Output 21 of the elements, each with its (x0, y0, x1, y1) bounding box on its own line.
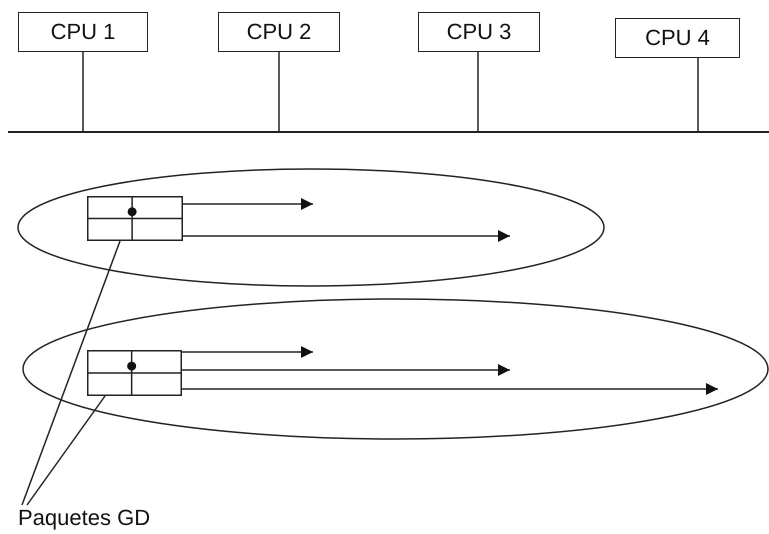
callout-label: Paquetes GD (18, 505, 150, 532)
packet-grid-icon (87, 350, 182, 396)
arrow (183, 230, 510, 242)
bus-line (8, 131, 769, 133)
connector-line (82, 52, 84, 131)
cpu-label-box: CPU 4 (615, 18, 740, 58)
ellipse-outline (22, 298, 769, 440)
cpu-label-box: CPU 2 (218, 12, 340, 52)
leader-line (21, 240, 121, 506)
arrow (182, 364, 510, 376)
arrow (183, 198, 313, 210)
arrow (182, 346, 313, 358)
packet-grid-icon (87, 196, 183, 241)
leader-line (26, 396, 106, 506)
cpu-label-box: CPU 1 (18, 12, 148, 52)
ellipse-outline (17, 168, 605, 287)
arrow (182, 383, 718, 395)
cpu-label-box: CPU 3 (418, 12, 540, 52)
connector-line (697, 58, 699, 131)
connector-line (477, 52, 479, 131)
connector-line (278, 52, 280, 131)
